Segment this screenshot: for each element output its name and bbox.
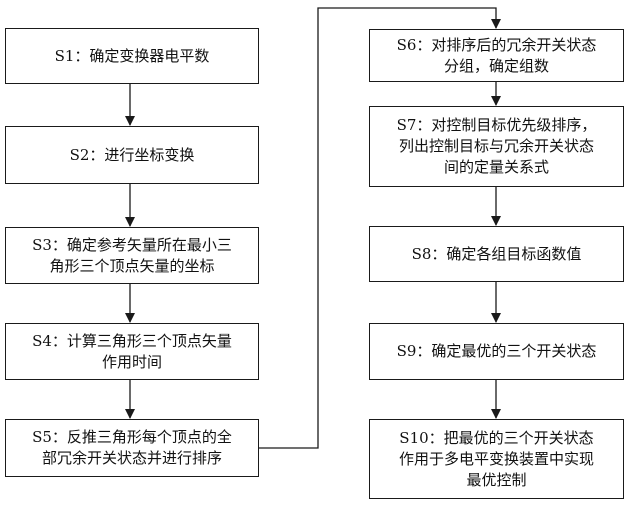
- step-s7-text: S7：对控制目标优先级排序， 列出控制目标与冗余开关状态 间的定量关系式: [397, 115, 597, 178]
- step-s5-box: S5：反推三角形每个顶点的全 部冗余开关状态并进行排序: [5, 419, 259, 477]
- step-s3-box: S3：确定参考矢量所在最小三 角形三个顶点矢量的坐标: [5, 227, 259, 284]
- step-s4-box: S4：计算三角形三个顶点矢量 作用时间: [5, 323, 259, 380]
- step-s6-box: S6：对排序后的冗余开关状态 分组，确定组数: [369, 29, 624, 82]
- step-s4-text: S4：计算三角形三个顶点矢量 作用时间: [32, 331, 232, 373]
- step-s9-box: S9：确定最优的三个开关状态: [369, 323, 624, 380]
- step-s1-box: S1：确定变换器电平数: [5, 28, 259, 84]
- step-s2-text: S2：进行坐标变换: [70, 145, 195, 166]
- step-s6-text: S6：对排序后的冗余开关状态 分组，确定组数: [397, 35, 597, 77]
- step-s8-text: S8：确定各组目标函数值: [412, 244, 582, 265]
- step-s2-box: S2：进行坐标变换: [5, 126, 259, 184]
- step-s10-text: S10：把最优的三个开关状态 作用于多电平变换装置中实现 最优控制: [399, 428, 594, 491]
- step-s3-text: S3：确定参考矢量所在最小三 角形三个顶点矢量的坐标: [32, 235, 232, 277]
- step-s1-text: S1：确定变换器电平数: [55, 46, 210, 67]
- step-s10-box: S10：把最优的三个开关状态 作用于多电平变换装置中实现 最优控制: [369, 419, 624, 499]
- step-s9-text: S9：确定最优的三个开关状态: [397, 341, 597, 362]
- step-s7-box: S7：对控制目标优先级排序， 列出控制目标与冗余开关状态 间的定量关系式: [369, 106, 624, 187]
- step-s8-box: S8：确定各组目标函数值: [369, 226, 624, 282]
- step-s5-text: S5：反推三角形每个顶点的全 部冗余开关状态并进行排序: [32, 427, 232, 469]
